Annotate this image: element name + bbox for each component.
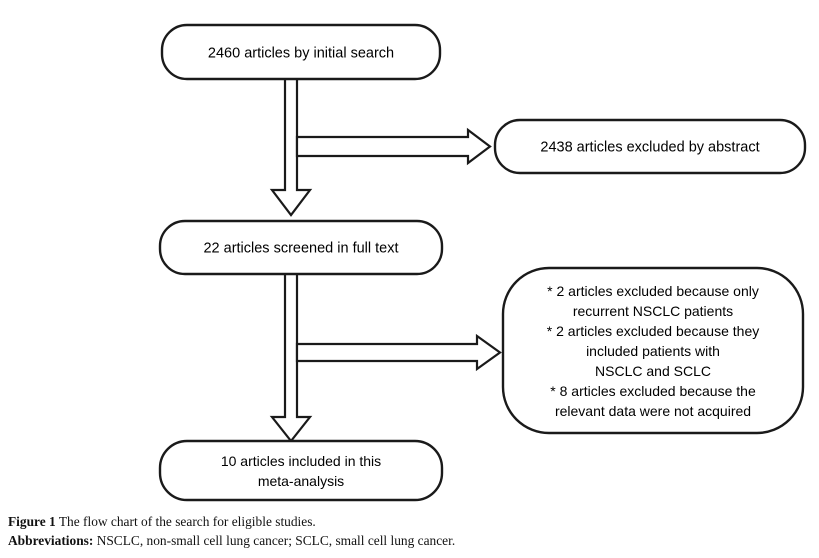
down-arrow-icon <box>269 271 313 443</box>
down-arrow-icon <box>269 76 313 217</box>
node-initial-search-label: 2460 articles by initial search <box>208 45 394 61</box>
node-included-meta-analysis-box <box>158 439 444 502</box>
reasons-line-2: recurrent NSCLC patients <box>573 303 733 319</box>
node-included-meta-analysis[interactable]: 10 articles included in this meta-analys… <box>158 439 444 502</box>
figure-caption: Figure 1 The flow chart of the search fo… <box>8 512 813 551</box>
right-arrow-icon <box>295 127 492 166</box>
node-initial-search[interactable]: 2460 articles by initial search <box>160 23 442 81</box>
node-excluded-by-abstract-label: 2438 articles excluded by abstract <box>540 139 759 155</box>
node-excluded-by-abstract-box <box>493 118 807 175</box>
reasons-line-3: * 2 articles excluded because they <box>547 323 759 339</box>
edge-screened-to-included <box>269 271 313 443</box>
edge-initial-to-screened <box>269 76 313 217</box>
node-excluded-by-abstract[interactable]: 2438 articles excluded by abstract <box>493 118 807 175</box>
node-excluded-full-text-reasons[interactable]: * 2 articles excluded because only recur… <box>501 266 805 435</box>
node-screened-full-text-box <box>158 219 444 276</box>
reasons-line-7: relevant data were not acquired <box>555 403 751 419</box>
node-screened-full-text[interactable]: 22 articles screened in full text <box>158 219 444 276</box>
edge-screened-to-excluded-reasons <box>295 333 502 372</box>
caption-abbreviations-label: Abbreviations: <box>8 533 94 549</box>
right-arrow-icon <box>295 333 502 372</box>
caption-abbreviations-text: NSCLC, non-small cell lung cancer; SCLC,… <box>96 533 456 549</box>
caption-abbreviations-line: Abbreviations: NSCLC, non-small cell lun… <box>8 531 813 550</box>
reasons-line-1: * 2 articles excluded because only <box>547 283 759 299</box>
node-screened-full-text-label: 22 articles screened in full text <box>203 240 398 256</box>
caption-figure-label: Figure 1 <box>8 514 56 529</box>
reasons-line-6: * 8 articles excluded because the <box>550 383 756 399</box>
node-initial-search-box <box>160 23 442 81</box>
node-included-line-2: meta-analysis <box>258 473 344 489</box>
node-included-line-1: 10 articles included in this <box>221 453 381 469</box>
node-excluded-full-text-reasons-box <box>501 266 805 435</box>
reasons-line-5: NSCLC and SCLC <box>595 363 711 379</box>
prisma-flow-diagram: 2460 articles by initial search 2438 art… <box>158 23 807 502</box>
caption-figure-text: The flow chart of the search for eligibl… <box>58 514 316 529</box>
edge-initial-to-excluded-abstract <box>295 127 492 166</box>
reasons-line-4: included patients with <box>586 343 720 359</box>
caption-figure-line: Figure 1 The flow chart of the search fo… <box>8 512 813 531</box>
flowchart-canvas: 2460 articles by initial search 2438 art… <box>158 23 807 502</box>
